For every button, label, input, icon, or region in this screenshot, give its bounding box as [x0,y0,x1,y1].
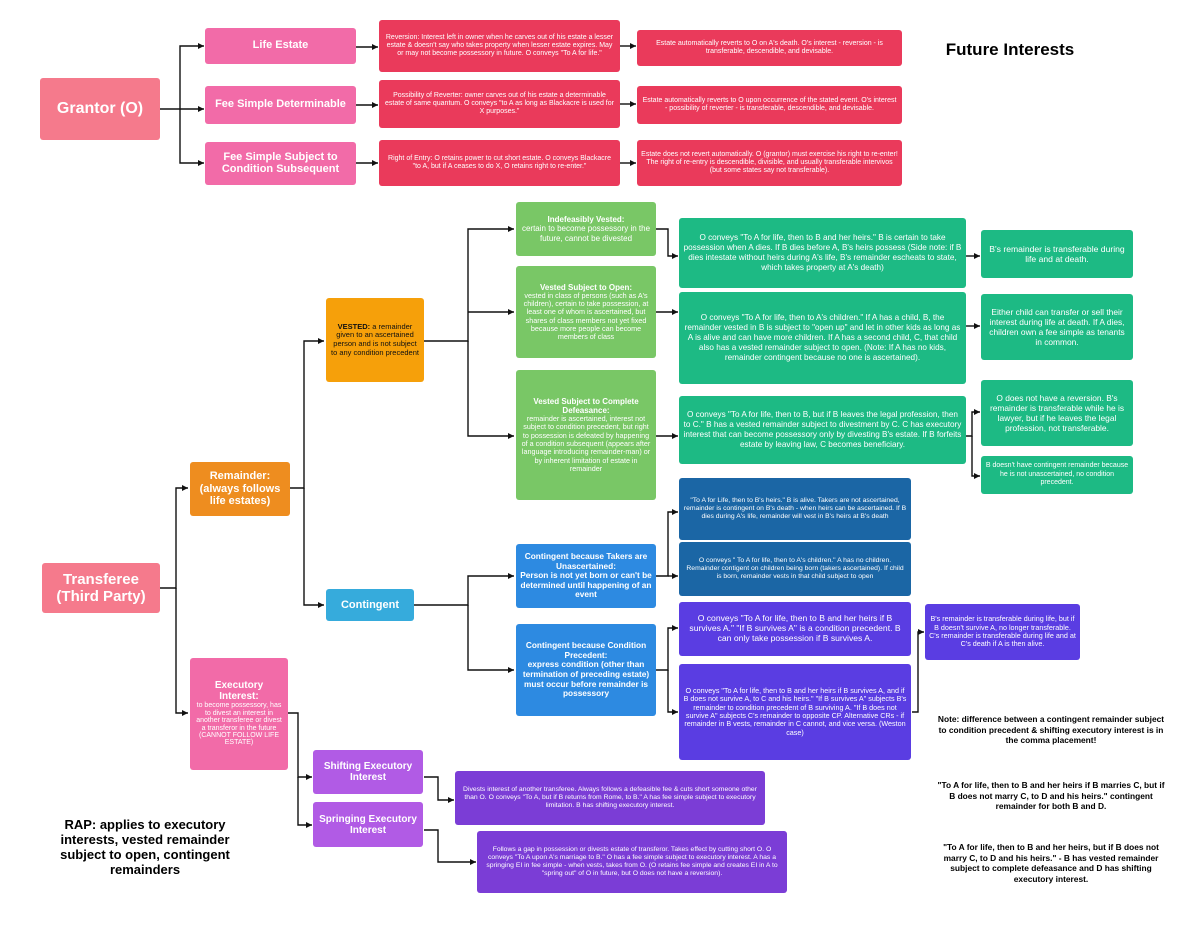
executory-interest-label: Executory Interest: [214,680,264,702]
vested-subject-to-open-example: O conveys "To A for life, then to A's ch… [679,292,966,384]
contingent-node: Contingent [326,589,414,621]
vested-label: VESTED: [337,321,371,331]
vested-subject-to-open-result: Either child can transfer or sell their … [981,294,1133,360]
vested-subject-to-complete-defeasance: Vested Subject to Complete Defeasance: r… [516,370,656,500]
difference-note: Note: difference between a contingent re… [937,714,1165,745]
unascertained-example-1: "To A for Life, then to B's heirs." B is… [679,478,911,540]
springing-executory-interest: Springing Executory Interest [313,802,423,847]
right-of-entry-description: Right of Entry: O retains power to cut s… [379,140,620,186]
indefeasibly-vested-result: B's remainder is transferable during lif… [981,230,1133,278]
reversion-outcome: Estate automatically reverts to O on A's… [637,30,902,66]
transferee-node: Transferee (Third Party) [42,563,160,613]
possibility-of-reverter-outcome: Estate automatically reverts to O upon o… [637,86,902,124]
vested-subject-to-open: Vested Subject to Open: vested in class … [516,266,656,358]
indefeasibly-vested-heading: Indefeasibly Vested: [547,215,625,225]
shifting-executory-description: Divests interest of another transferee. … [455,771,765,825]
executory-interest-definition: to become possessory, has to divest an i… [196,702,282,747]
vested-defeasance-result-1: O does not have a reversion. B's remaind… [981,380,1133,446]
rap-note: RAP: applies to executory interests, ves… [60,817,230,877]
right-of-entry-outcome: Estate does not revert automatically. O … [637,140,902,186]
contingent-unascertained-text: Person is not yet born or can't be deter… [520,570,652,600]
indefeasibly-vested-text: certain to become possessory in the futu… [521,224,651,243]
condition-precedent-example-1: O conveys "To A for life, then to B and … [679,602,911,656]
estate-life-estate: Life Estate [205,28,356,64]
contingent-unascertained: Contingent because Takers are Unascertai… [516,544,656,608]
contingent-condition-text: express condition (other than terminatio… [522,659,650,699]
vested-definition: a remainder given to an ascertained pers… [331,321,419,357]
vested-node: VESTED: a remainder given to an ascertai… [326,298,424,382]
contingent-condition-heading: Contingent because Condition Precedent: [525,640,647,660]
contingent-unascertained-heading: Contingent because Takers are Unascertai… [524,551,648,571]
indefeasibly-vested: Indefeasibly Vested: certain to become p… [516,202,656,256]
vested-defeasance-result-2: B doesn't have contingent remainder beca… [981,456,1133,494]
indefeasibly-vested-example: O conveys "To A for life, then to B and … [679,218,966,288]
vested-subject-to-open-heading: Vested Subject to Open: [539,282,632,292]
vested-defeasance-example: O conveys "To A for life, then to B, but… [679,396,966,464]
condition-precedent-result: B's remainder is transferable during lif… [925,604,1080,660]
contingent-condition-precedent: Contingent because Condition Precedent: … [516,624,656,716]
estate-fee-simple-determinable: Fee Simple Determinable [205,86,356,124]
executory-interest-node: Executory Interest: to become possessory… [190,658,288,770]
springing-executory-description: Follows a gap in possession or divests e… [477,831,787,893]
vested-defeasance-heading: Vested Subject to Complete Defeasance: [533,396,639,416]
comma-example-1: "To A for life, then to B and her heirs … [937,780,1165,811]
vested-defeasance-text: remainder is ascertained, interest not s… [521,414,651,473]
condition-precedent-example-2: O conveys "To A for life, then to B and … [679,664,911,760]
vested-subject-to-open-text: vested in class of persons (such as A's … [523,290,649,342]
unascertained-example-2: O conveys " To A for life, then to A's c… [679,542,911,596]
estate-fee-simple-subject-to-condition-subsequent: Fee Simple Subject to Condition Subseque… [205,142,356,185]
reversion-description: Reversion: Interest left in owner when h… [379,20,620,72]
remainder-node: Remainder: (always follows life estates) [190,462,290,516]
possibility-of-reverter-description: Possibility of Reverter: owner carves ou… [379,80,620,128]
grantor-node: Grantor (O) [40,78,160,140]
comma-example-2: "To A for life, then to B and her heirs,… [943,842,1159,884]
shifting-executory-interest: Shifting Executory Interest [313,750,423,794]
page-title: Future Interests [945,40,1075,59]
